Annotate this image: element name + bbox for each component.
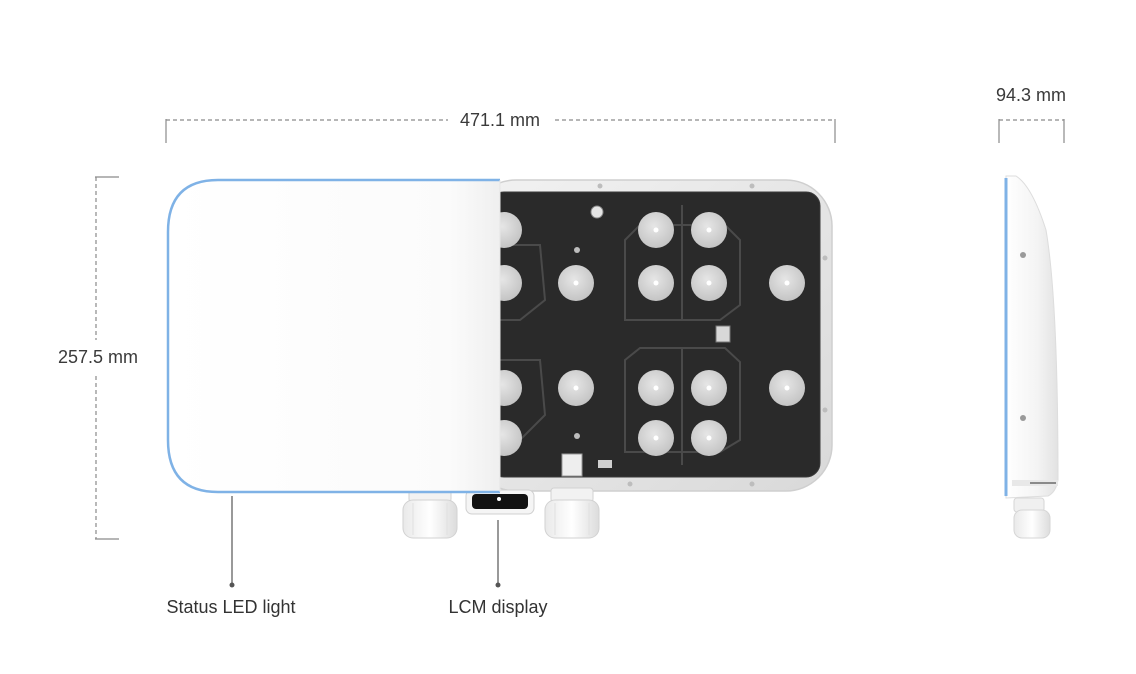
status-led-label: Status LED light bbox=[166, 597, 295, 617]
status-led-leader-dot bbox=[229, 582, 235, 588]
front-cover bbox=[168, 180, 500, 492]
shell-screws bbox=[597, 183, 828, 487]
side-screw-bottom bbox=[1020, 415, 1026, 421]
lcm-display-callout: LCM display bbox=[448, 520, 548, 617]
lcm-display-label: LCM display bbox=[448, 597, 547, 617]
lcm-display bbox=[465, 489, 535, 515]
depth-dimension-label: 94.3 mm bbox=[996, 85, 1066, 105]
lcm-display-leader-dot bbox=[495, 582, 501, 588]
width-dimension-label: 471.1 mm bbox=[460, 110, 540, 130]
cable-gland-right bbox=[544, 487, 600, 539]
board-components bbox=[561, 205, 731, 477]
height-dimension: 257.5 mm bbox=[58, 176, 138, 540]
side-body bbox=[1005, 175, 1059, 499]
width-dimension: 471.1 mm bbox=[165, 110, 836, 143]
status-led-edge bbox=[166, 178, 500, 494]
device-front-view bbox=[166, 178, 833, 539]
height-dimension-label: 257.5 mm bbox=[58, 347, 138, 367]
pad-centers bbox=[573, 227, 790, 441]
status-led-callout: Status LED light bbox=[166, 496, 296, 617]
depth-dimension: 94.3 mm bbox=[996, 85, 1066, 143]
side-cable-gland bbox=[1013, 497, 1051, 539]
side-screw-top bbox=[1020, 252, 1026, 258]
device-side-view bbox=[1004, 175, 1059, 539]
cable-gland-left bbox=[402, 487, 458, 539]
